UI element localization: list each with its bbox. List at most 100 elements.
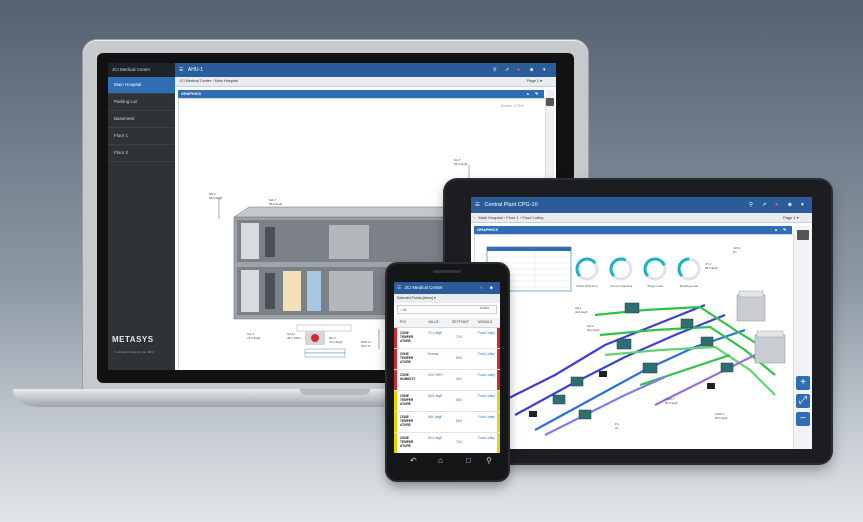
breadcrumb-item[interactable]: JCI Medical Center [179,79,212,83]
sidebar-item-basement[interactable]: Basement [108,111,175,128]
user-icon[interactable]: ☻ [787,202,793,208]
sidebar-item-floor-1[interactable]: Floor 1 [108,128,175,145]
point-value[interactable]: 68.0 degF [428,415,443,419]
column-header[interactable]: SETPOINT [452,320,469,324]
status-flag [394,433,397,453]
point-value[interactable]: 40.0 %RH [428,373,443,377]
point-module[interactable]: Food Lobby [478,394,495,398]
search-icon[interactable]: ⚲ [749,202,754,208]
status-flag [497,349,500,369]
ahu-graphic-canvas[interactable]: Zoom: 175% [178,98,546,370]
trend-icon[interactable]: ➚ [505,67,510,73]
svg-text:CT-1: CT-1 [705,262,712,266]
phone-screen: ☰ JCI Medical Center ● ☻ Selected Points… [394,282,500,453]
sidebar-item-floor-2[interactable]: Floor 2 [108,145,175,162]
point-module[interactable]: Food Lobby [478,415,495,419]
column-header[interactable]: MODULE [478,320,493,324]
point-module[interactable]: Food Lobby [478,436,495,440]
point-setpoint[interactable]: 69.0 [456,356,463,360]
tablet-page-title: Central Plant CPG-10 [484,202,538,208]
point-name: ZONE HUMIDITY [400,373,416,381]
user-icon[interactable]: ☻ [529,67,535,73]
breadcrumb-item[interactable]: Floor 1 [506,215,519,220]
svg-text:48.1 %RH: 48.1 %RH [287,336,301,340]
point-setpoint[interactable]: 68.0 [456,419,463,423]
zoom-in-button[interactable]: + [796,376,810,390]
sidebar-item-parking-lot[interactable]: Parking Lot [108,94,175,111]
breadcrumb-item[interactable]: Food Lobby [522,215,544,220]
laptop-topbar: ☰ AHU-1 ⚲ ➚ ● ☻ ▾ [175,63,556,77]
graphics-panel-header: GRAPHICS ▲ ✎ [474,226,792,234]
point-setpoint[interactable]: 70.0 [456,335,463,339]
recent-apps-icon[interactable]: □ [466,456,471,465]
gauge-label: Building Load [680,284,699,288]
svg-text:45.0 %: 45.0 % [361,344,371,348]
point-setpoint[interactable]: 70.0 [456,440,463,444]
alarm-bell-icon[interactable]: ● [775,202,779,208]
menu-icon[interactable]: ☰ [179,67,184,73]
home-icon[interactable]: ⌂ [438,456,443,465]
column-header[interactable]: POI [400,320,406,324]
svg-text:55.2 degF: 55.2 degF [269,202,283,206]
phone-topbar: ☰ JCI Medical Center ● ☻ [394,282,500,294]
point-value[interactable]: 69.4 degF [428,436,443,440]
point-module[interactable]: Food Lobby [478,331,495,335]
table-row[interactable]: ZONE TEMPER ATURE 70.1 degF 70.0 Food Lobby [394,328,500,349]
svg-text:RA-T: RA-T [329,336,336,340]
alarm-bell-icon[interactable]: ● [517,67,521,73]
laptop-sidebar: JCI Medical Center Main Hospital Parking… [108,63,175,370]
chevron-down-icon[interactable]: ▾ [543,67,546,73]
svg-text:On: On [615,426,619,430]
breadcrumb-item[interactable]: Main Hospital [214,79,238,83]
page-selector[interactable]: Page 1 ▾ [527,79,542,83]
table-row[interactable]: ZONE HUMIDITY 40.0 %RH 45.0 Food Lobby [394,370,500,391]
point-setpoint[interactable]: 68.0 [456,398,463,402]
filter-button[interactable]: Active [480,306,490,310]
point-setpoint[interactable]: 45.0 [456,377,463,381]
status-flag [497,370,500,390]
point-module[interactable]: Food Lobby [478,373,495,377]
alarm-bell-icon[interactable]: ● [480,285,483,290]
page-selector[interactable]: Page 1 ▾ [783,215,799,220]
print-icon[interactable]: ▲ [774,227,778,232]
back-icon[interactable]: ↶ [410,456,417,465]
user-icon[interactable]: ☻ [489,285,494,290]
search-input[interactable]: ⌕ All [397,305,497,314]
search-icon[interactable]: ⚲ [486,456,492,465]
menu-icon[interactable]: ☰ [475,202,480,208]
chat-icon[interactable] [797,230,809,240]
list-selector[interactable]: Selected Points (items) ▾ [394,294,500,303]
status-flag [394,391,397,411]
svg-text:95.0 degF: 95.0 degF [665,401,678,405]
point-value[interactable]: 70.1 degF [428,331,443,335]
tablet-topbar: ☰ Central Plant CPG-10 ⚲ ➚ ● ☻ ▾ [471,197,812,213]
point-value[interactable]: Normal [428,352,439,356]
print-icon[interactable]: ▲ [526,92,530,96]
menu-icon[interactable]: ☰ [397,285,402,290]
search-icon[interactable]: ⚲ [493,67,497,73]
breadcrumb-separator-icon: › [519,215,523,220]
edit-icon[interactable]: ✎ [783,227,787,232]
zoom-out-button[interactable]: − [796,412,810,426]
trend-icon[interactable]: ➚ [762,202,767,208]
point-module[interactable]: Food Lobby [478,352,495,356]
svg-text:On: On [733,250,737,254]
back-chevron-icon[interactable]: ‹ [474,215,476,220]
point-value[interactable]: 65.8 degF [428,394,443,398]
fit-to-screen-button[interactable]: ⤢ [796,394,810,408]
point-name: ZONE TEMPER ATURE [400,331,414,343]
chat-icon[interactable] [546,98,554,106]
column-header[interactable]: VALUE [428,320,439,324]
edit-icon[interactable]: ✎ [535,92,539,96]
svg-text:CWS-T: CWS-T [715,412,724,416]
sidebar-item-main-hospital[interactable]: Main Hospital [108,77,175,94]
chevron-down-icon[interactable]: ▾ [801,202,804,208]
breadcrumb-item[interactable]: Main Hospital [478,215,503,220]
panel-title: GRAPHICS [477,227,499,232]
